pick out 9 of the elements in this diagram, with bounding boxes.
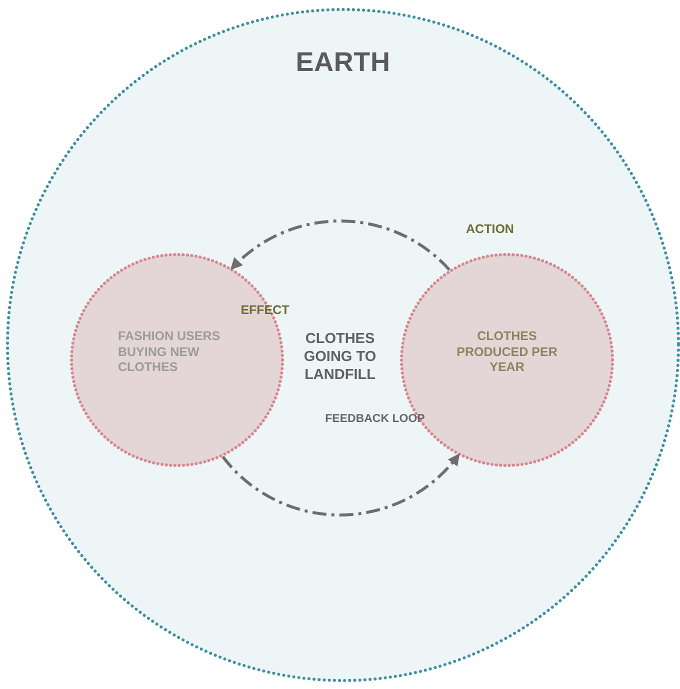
arrow bbox=[222, 453, 460, 516]
center-label: CLOTHES GOING TO LANDFILL bbox=[302, 330, 378, 384]
arrow bbox=[230, 220, 450, 271]
action-label: ACTION bbox=[465, 222, 515, 238]
circle-text: FASHION USERS BUYING NEW CLOTHES bbox=[118, 329, 222, 376]
circle-text: CLOTHES PRODUCED PER YEAR bbox=[456, 329, 558, 376]
effect-label: EFFECT bbox=[240, 303, 290, 319]
loop-label: FEEDBACK LOOP bbox=[324, 412, 426, 426]
title-text: EARTH bbox=[294, 46, 392, 78]
